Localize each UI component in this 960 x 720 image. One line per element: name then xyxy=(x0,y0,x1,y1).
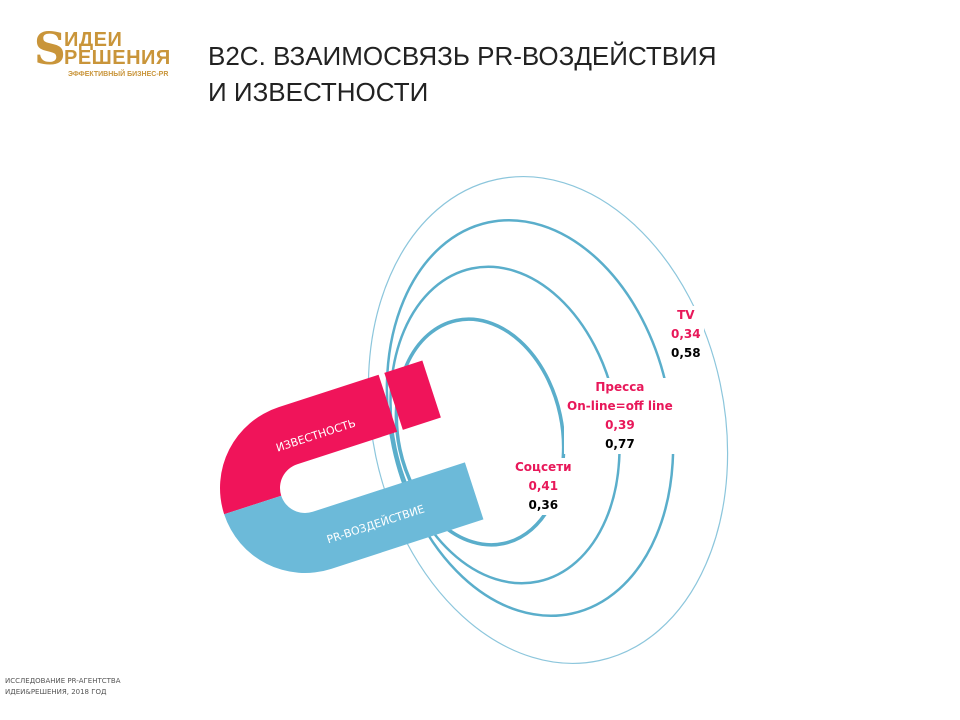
title-line2: И ИЗВЕСТНОСТИ xyxy=(208,77,429,107)
title-line1: B2C. ВЗАИМОСВЯЗЬ PR-ВОЗДЕЙСТВИЯ xyxy=(208,41,717,71)
pr-value: 0,36 xyxy=(528,498,559,512)
footer-line1: ИССЛЕДОВАНИЕ PR-АГЕНТСТВА xyxy=(5,677,121,685)
awareness-value: 0,41 xyxy=(528,479,559,493)
channel-name: TV xyxy=(677,308,695,322)
logo-line2: РЕШЕНИЯ xyxy=(64,47,171,69)
footer-source: ИССЛЕДОВАНИЕ PR-АГЕНТСТВА ИДЕИ&РЕШЕНИЯ, … xyxy=(5,676,121,698)
magnet-top-half xyxy=(220,374,398,515)
channel-tv: TV 0,34 0,58 xyxy=(668,306,704,363)
logo-tagline: ЭФФЕКТИВНЫЙ БИЗНЕС-PR xyxy=(68,71,169,78)
logo-line1: ИДЕИ xyxy=(64,29,123,51)
channel-name: Пресса xyxy=(595,380,645,394)
field-line-inner xyxy=(394,317,566,547)
field-lines xyxy=(367,176,729,664)
magnet: ИЗВЕСТНОСТЬ PR-ВОЗДЕЙСТВИЕ xyxy=(220,360,484,573)
awareness-value: 0,39 xyxy=(605,418,635,432)
awareness-value: 0,34 xyxy=(671,327,701,341)
footer-line2: ИДЕИ&РЕШЕНИЯ, 2018 ГОД xyxy=(5,688,107,696)
pr-value: 0,77 xyxy=(605,437,635,451)
channel-socnets: Соцсети 0,41 0,36 xyxy=(512,458,575,515)
logo-mark-icon: S xyxy=(34,24,66,75)
page-title: B2C. ВЗАИМОСВЯЗЬ PR-ВОЗДЕЙСТВИЯ И ИЗВЕСТ… xyxy=(208,38,717,110)
magnet-top-cap xyxy=(384,360,441,430)
channel-subname: On-line=off line xyxy=(567,399,673,413)
channel-press: Пресса On-line=off line 0,39 0,77 xyxy=(564,378,676,454)
pr-value: 0,58 xyxy=(671,346,701,360)
magnet-bottom-half xyxy=(224,462,484,573)
field-line-outer xyxy=(367,176,729,664)
channel-name: Соцсети xyxy=(515,460,572,474)
